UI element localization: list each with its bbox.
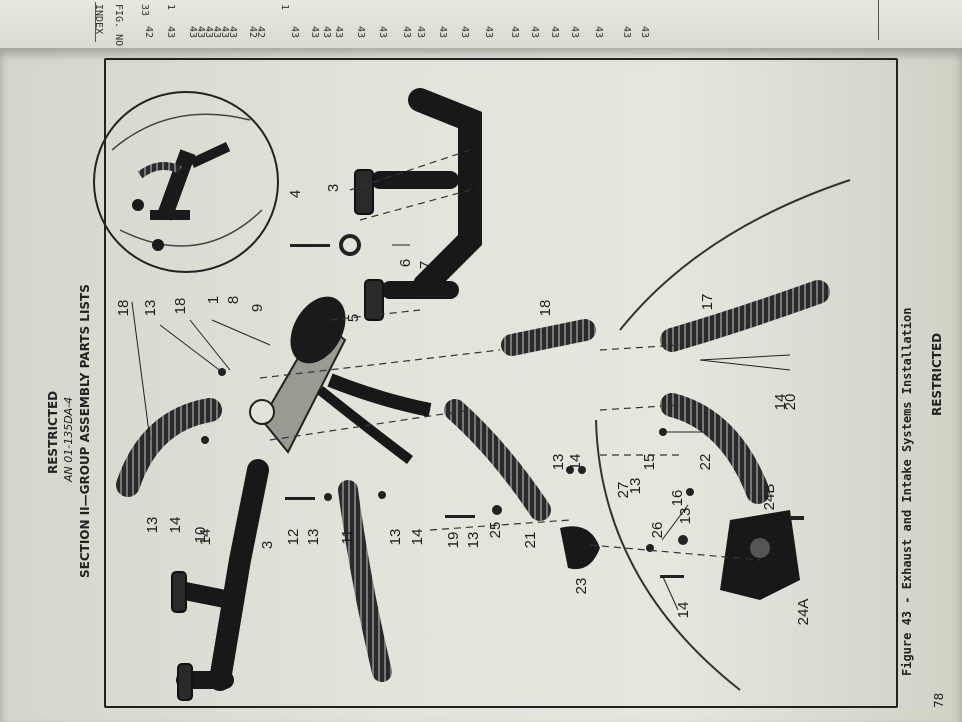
index-fragment: 1 <box>165 4 176 11</box>
callout-22: 22 <box>697 454 714 471</box>
callout-8: 8 <box>225 296 242 304</box>
fig-number-cell: 43 <box>639 26 650 39</box>
assembly-lines <box>259 149 761 561</box>
hose-17 <box>116 398 222 497</box>
exhaust-manifold-upper <box>354 88 482 321</box>
callout-13: 13 <box>305 529 322 546</box>
flexible-ducts <box>116 280 830 682</box>
callout-14: 14 <box>409 529 426 546</box>
callout-2: 2 <box>467 181 484 189</box>
callout-19: 19 <box>445 532 462 549</box>
carburetor-adapter-22 <box>720 510 800 600</box>
table-rule <box>878 0 879 40</box>
exhaust-manifold-lower <box>171 459 269 701</box>
callout-14: 14 <box>772 394 789 411</box>
hose-11 <box>338 480 392 682</box>
callout-18: 18 <box>172 298 189 315</box>
fig-number-cell: 43 <box>549 26 560 39</box>
callout-13: 13 <box>387 529 404 546</box>
callout-13: 13 <box>465 532 482 549</box>
callout-26: 26 <box>649 522 666 539</box>
callout-5: 5 <box>345 314 362 322</box>
callout-6: 6 <box>397 259 414 267</box>
exploded-view-illustration: 1233456789101112131313131313131314141414… <box>93 88 851 701</box>
intake-elbow-21 <box>560 526 600 570</box>
fig-number-cell: 43 <box>377 26 388 39</box>
fig-number-cell: 43 <box>333 26 344 39</box>
fig-number-cell: 43 <box>309 26 320 39</box>
callout-20: 20 <box>782 394 799 411</box>
fig-number-cell: 43 <box>415 26 426 39</box>
fig-number-cell: 43 <box>459 26 470 39</box>
fig-number-cell: 43 <box>227 26 238 39</box>
callout-27: 27 <box>615 482 632 499</box>
callout-17: 17 <box>699 294 716 311</box>
fig-number-cell: 43 <box>437 26 448 39</box>
clamps-and-bolts <box>201 234 804 578</box>
index-fragment: 1 <box>279 4 290 11</box>
callout-14: 14 <box>567 454 584 471</box>
callout-15: 15 <box>641 454 658 471</box>
callout-24b: 24B <box>761 484 778 511</box>
fig-number-cell: 43 <box>529 26 540 39</box>
hose-20 <box>660 393 770 504</box>
fig-number-cell: 42 <box>143 26 154 39</box>
intake-group-outline <box>595 179 851 691</box>
callout-11: 11 <box>339 529 356 545</box>
manual-page: RESTRICTED AN 01-135DA-4 SECTION II—GROU… <box>0 48 962 722</box>
callout-1: 1 <box>205 296 222 304</box>
fig-number-cell: 43 <box>593 26 604 39</box>
callout-14: 14 <box>197 529 214 546</box>
callout-3: 3 <box>325 184 342 192</box>
callout-18: 18 <box>537 300 554 317</box>
fig-number-cell: 42 <box>255 26 266 39</box>
fig-number-cell: 43 <box>569 26 580 39</box>
fig-number-cell: 43 <box>355 26 366 39</box>
callout-18: 18 <box>115 300 132 317</box>
hose-15 <box>660 280 830 352</box>
callout-14: 14 <box>167 517 184 534</box>
callout-13: 13 <box>627 478 644 495</box>
hose-19 <box>444 399 551 521</box>
callout-7: 7 <box>417 261 434 269</box>
callout-24a: 24A <box>795 599 812 626</box>
fig-number-cell: 43 <box>509 26 520 39</box>
callout-21: 21 <box>522 532 539 549</box>
callout-leaders <box>131 244 791 611</box>
callout-13: 13 <box>677 508 694 525</box>
muffler-heater-assembly <box>249 296 432 464</box>
inset-detail-view <box>93 91 279 273</box>
callout-10: 10 <box>192 527 209 544</box>
fig-number-cell: 43 <box>621 26 632 39</box>
callout-13: 13 <box>144 517 161 534</box>
callout-14: 14 <box>675 602 692 619</box>
callout-13: 13 <box>550 454 567 471</box>
table-rule <box>95 2 96 42</box>
hose-16 <box>501 319 596 356</box>
fig-number-cell: 43 <box>165 26 176 39</box>
callout-23: 23 <box>573 578 590 595</box>
callout-3: 3 <box>259 541 276 549</box>
callout-9: 9 <box>249 304 266 312</box>
fig-no-header: FIG. NO. <box>113 4 124 53</box>
callout-4: 4 <box>287 190 304 198</box>
figure-frame <box>104 58 898 708</box>
fig-number-cell: 43 <box>289 26 300 39</box>
callout-25: 25 <box>487 522 504 539</box>
fig-number-cell: 43 <box>321 26 332 39</box>
fig-number-cell: 43 <box>401 26 412 39</box>
index-fragment: 33 <box>139 4 150 17</box>
callout-16: 16 <box>669 490 686 507</box>
callout-13: 13 <box>142 300 159 317</box>
fig-number-cell: 43 <box>483 26 494 39</box>
callout-12: 12 <box>285 529 302 546</box>
